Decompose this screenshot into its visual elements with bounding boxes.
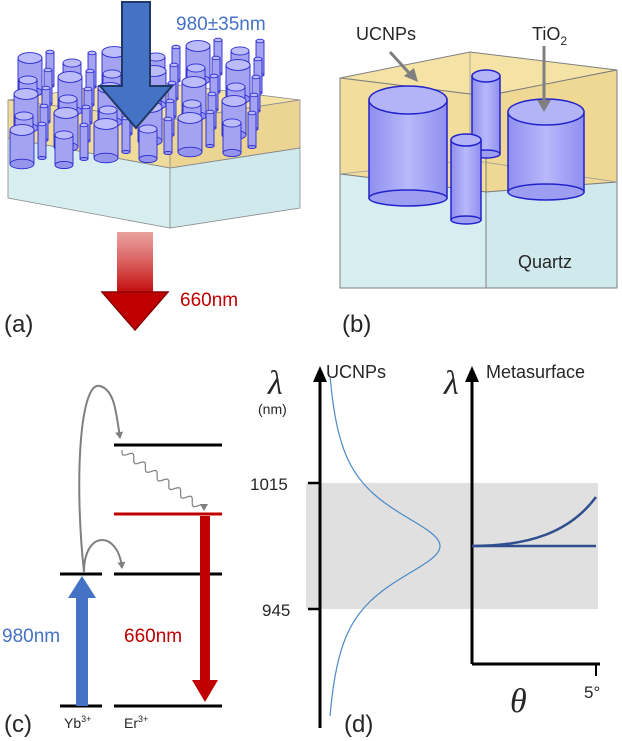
energy-transfer-arc-upper: [78, 384, 124, 573]
yb-ion-label: Yb3+: [64, 714, 91, 731]
nanopillar: [163, 116, 173, 156]
nanopillar: [79, 122, 89, 162]
metasurface-title: Metasurface: [486, 362, 585, 382]
panel-c-label: (c): [4, 711, 32, 738]
nanopillar: [222, 118, 242, 158]
nanopillar: [54, 130, 74, 170]
nanopillar: [177, 112, 203, 158]
panel-a-label: (a): [4, 311, 33, 338]
er-ion-label: Er3+: [124, 714, 148, 731]
ucnps-title: UCNPs: [326, 362, 386, 382]
theta-symbol: θ: [510, 683, 527, 720]
energy-transfer-arc-lower: [83, 539, 126, 573]
tio2-label: TiO2: [532, 24, 567, 48]
nanopillar: [138, 124, 158, 164]
quartz-label: Quartz: [518, 252, 572, 272]
nonradiative-decay: [121, 450, 208, 511]
excitation-arrow-head: [68, 576, 96, 598]
pillar-thin-front: [450, 133, 482, 225]
tick-label-1015: 1015: [250, 475, 288, 494]
panel-d: λ (nm) UCNPs λ Metasurface 1015 945 θ 5°…: [250, 362, 600, 738]
lambda-left-symbol: λ: [267, 365, 283, 402]
ucnp-spectrum-curve: [329, 377, 441, 717]
nanopillar: [93, 118, 119, 164]
panel-a: 980±35nm 660nm (a): [4, 1, 301, 338]
emission-arrow-head-c: [192, 680, 218, 702]
panel-b: UCNPs TiO2 Quartz (b): [339, 24, 618, 338]
pillar-large-left: [368, 85, 448, 207]
nanopillar: [121, 115, 131, 155]
tick-label-945: 945: [262, 601, 290, 620]
ucnps-pointer: [388, 50, 412, 76]
ucnps-label: UCNPs: [356, 24, 416, 44]
pillar-thin-back: [471, 69, 501, 159]
nanopillar: [205, 109, 215, 149]
nanopillar: [9, 124, 35, 170]
emission-beam: [117, 232, 153, 292]
emission-wavelength-label: 660nm: [180, 290, 238, 311]
lambda-right-symbol: λ: [443, 365, 459, 402]
excitation-wavelength-label: 980nm: [2, 626, 60, 647]
emission-arrow-shaft: [200, 516, 210, 680]
nanopillar: [37, 121, 47, 161]
pump-arrow: [97, 1, 175, 130]
wavelength-unit: (nm): [258, 401, 287, 417]
panel-b-label: (b): [342, 311, 371, 338]
pump-wavelength-label: 980±35nm: [176, 14, 266, 35]
panel-d-label: (d): [344, 711, 373, 738]
pillar-large-right: [507, 98, 585, 201]
excitation-arrow-shaft: [76, 598, 88, 706]
panel-c: 980nm 660nm Yb3+ Er3+ (c): [2, 384, 222, 738]
dispersive-mode: [471, 496, 598, 548]
emission-wavelength-label-c: 660nm: [124, 626, 182, 647]
emission-arrow-head: [100, 291, 170, 332]
theta-tick-label: 5°: [584, 683, 600, 702]
nanopillar: [247, 110, 257, 150]
